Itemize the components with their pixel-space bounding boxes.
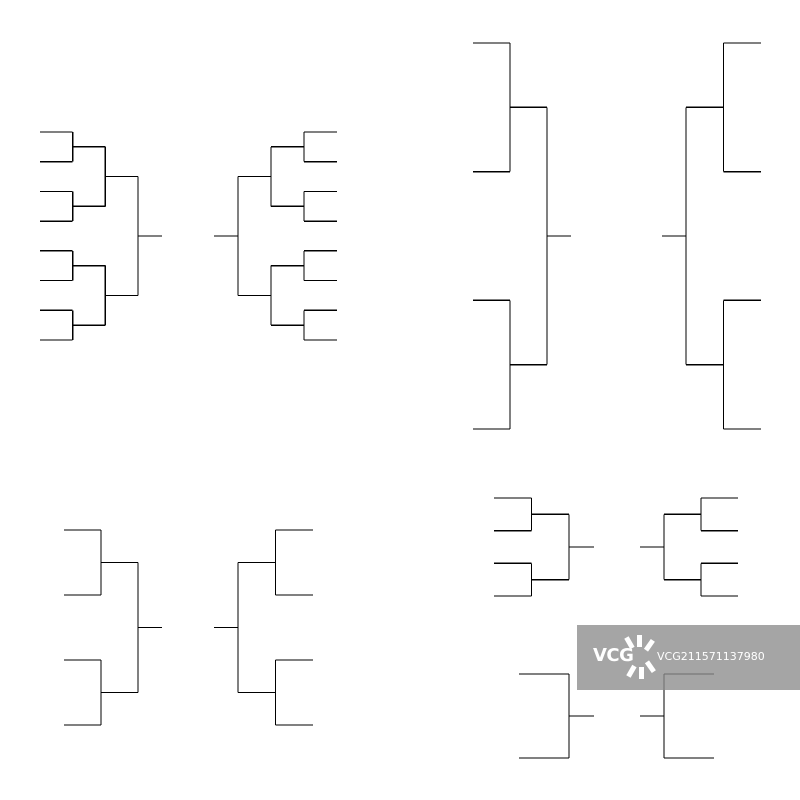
vcg-watermark: VCG VCG211571137980 [577,625,800,690]
watermark-burst-icon [624,635,656,679]
watermark-logo-text: VCG [593,645,634,666]
bracket-8-team-large [473,42,761,430]
bracket-8-team [64,529,313,726]
bracket-16-team [40,131,337,341]
bracket-8-team-small [494,497,738,597]
watermark-id-text: VCG211571137980 [657,650,765,663]
